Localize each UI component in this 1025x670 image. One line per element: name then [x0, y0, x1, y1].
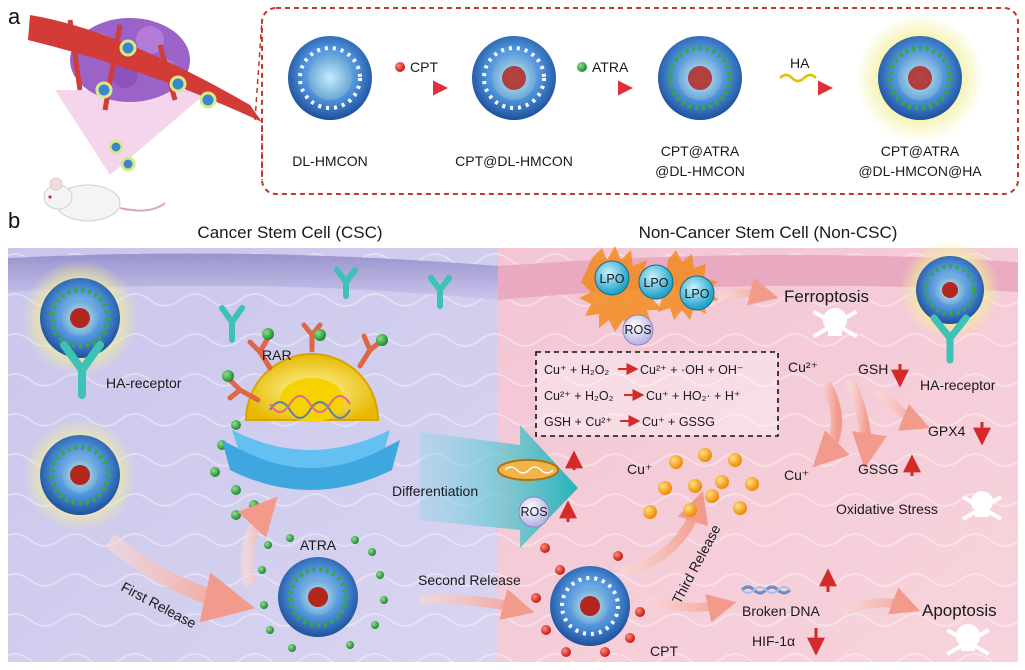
cu-plus-label-right: Cu⁺	[784, 467, 809, 483]
stage-label-4-line1: CPT@ATRA	[881, 143, 960, 159]
ros-label-top: ROS	[624, 323, 651, 337]
apoptosis-label: Apoptosis	[922, 601, 997, 620]
dna-to-apoptosis-arrow	[840, 587, 921, 617]
ferroptosis-skull-icon	[812, 308, 858, 339]
ros-sphere-lower	[518, 496, 550, 528]
csc-ha-nanoparticle-bottom	[24, 419, 136, 531]
stage-label-3-line2: @DL-HMCON	[655, 163, 745, 179]
lpo-label-2: LPO	[643, 276, 668, 290]
broken-dna-label: Broken DNA	[742, 603, 820, 619]
oxidative-stress-skull-icon	[961, 491, 1003, 521]
panel-b-letter: b	[8, 208, 20, 233]
cpt-release-nanoparticle	[550, 566, 630, 646]
cpt-molecules	[531, 543, 645, 657]
synthesis-frame	[261, 7, 1019, 195]
lpo-label-3: LPO	[684, 287, 709, 301]
reaction-2-left: Cu²⁺ + H₂O₂	[544, 389, 614, 403]
lpo-to-ferroptosis-arrow	[717, 277, 779, 306]
cu2-to-gssg-arrow	[844, 377, 887, 469]
panel-a-letter: a	[8, 4, 21, 29]
tumor-vessel-illustration	[28, 15, 262, 222]
hif-label: HIF-1α	[752, 633, 795, 649]
gssg-label: GSSG	[858, 461, 898, 477]
ros-sphere-top	[622, 314, 654, 346]
csc-ha-nanoparticle-top	[22, 260, 138, 376]
ha-receptor-right	[930, 314, 970, 364]
oxidative-stress-label: Oxidative Stress	[836, 501, 938, 517]
second-release-arrow	[419, 588, 535, 620]
csc-title: Cancer Stem Cell (CSC)	[197, 223, 382, 242]
non-csc-title: Non-Cancer Stem Cell (Non-CSC)	[639, 223, 898, 242]
reaction-1-right: Cu²⁺ + ·OH + OH⁻	[640, 363, 744, 377]
cpt-dot-icon	[395, 62, 405, 72]
reaction-rows: Cu⁺ + H₂O₂ Cu²⁺ + ·OH + OH⁻ Cu²⁺ + H₂O₂ …	[544, 363, 744, 429]
panel-a: a	[8, 4, 1019, 222]
ha-receptor-left-label: HA-receptor	[106, 375, 182, 391]
atra-label: ATRA	[300, 537, 337, 553]
cu-plus-label-left: Cu⁺	[627, 461, 652, 477]
ha-chain-icon	[779, 73, 817, 83]
reaction-3-right: Cu⁺ + GSSG	[642, 415, 715, 429]
first-release-arrow	[104, 533, 256, 623]
nanoparticle-cpt-dl-hmcon	[472, 36, 556, 120]
non-csc-ha-nanoparticle	[900, 240, 1000, 340]
nanoparticle-cpt-atra-dl-hmcon	[658, 36, 742, 120]
ros-label-lower: ROS	[520, 505, 547, 519]
gsh-to-gpx4-arrow	[874, 386, 930, 431]
gsh-label: GSH	[858, 361, 888, 377]
rar-bound-atra	[222, 328, 388, 382]
reaction-3-left: GSH + Cu²⁺	[544, 415, 612, 429]
atra-molecules	[210, 420, 388, 652]
reaction-box	[535, 351, 779, 437]
reaction-2-right: Cu⁺ + HO₂· + H⁺	[646, 389, 740, 403]
cpt-label: CPT	[650, 643, 678, 659]
stage-label-1: DL-HMCON	[292, 153, 367, 169]
cu2-label: Cu²⁺	[788, 359, 818, 375]
apoptosis-skull-icon	[946, 624, 990, 656]
ha-receptor-left	[60, 341, 104, 399]
rar-receptors	[227, 322, 383, 403]
csc-membrane	[8, 253, 498, 300]
nanoparticle-cpt-atra-dl-hmcon-ha	[856, 14, 984, 142]
membrane-receptors	[219, 267, 452, 343]
rar-nucleus	[222, 353, 400, 490]
stage-label-4-line2: @DL-HMCON@HA	[858, 163, 982, 179]
cu2-to-cu-arrow	[812, 381, 850, 468]
gpx4-label: GPX4	[928, 423, 966, 439]
stage-label-3-line1: CPT@ATRA	[661, 143, 740, 159]
panel-b: b Cancer Stem Cell (CSC) Non-Cancer Stem…	[8, 208, 1018, 662]
nanoparticle-dl-hmcon	[288, 36, 372, 120]
atra-release-nanoparticle	[278, 557, 358, 637]
atra-dot-icon	[577, 62, 587, 72]
cu-plus-particles	[643, 448, 759, 519]
differentiation-label: Differentiation	[392, 483, 478, 499]
rar-label: RAR	[262, 347, 292, 363]
arrow-label-cpt: CPT	[410, 59, 438, 75]
second-release-label: Second Release	[418, 572, 521, 588]
lpo-label-1: LPO	[599, 272, 624, 286]
atra-to-rar-arrow	[237, 496, 278, 587]
arrow-label-ha: HA	[790, 55, 810, 71]
arrow-label-atra: ATRA	[592, 59, 629, 75]
stage-label-2: CPT@DL-HMCON	[455, 153, 573, 169]
ferroptosis-label: Ferroptosis	[784, 287, 869, 306]
lpo-cluster	[579, 246, 718, 332]
reaction-1-left: Cu⁺ + H₂O₂	[544, 363, 609, 377]
cpt-to-dna-arrow	[644, 594, 737, 623]
ha-receptor-right-label: HA-receptor	[920, 377, 996, 393]
